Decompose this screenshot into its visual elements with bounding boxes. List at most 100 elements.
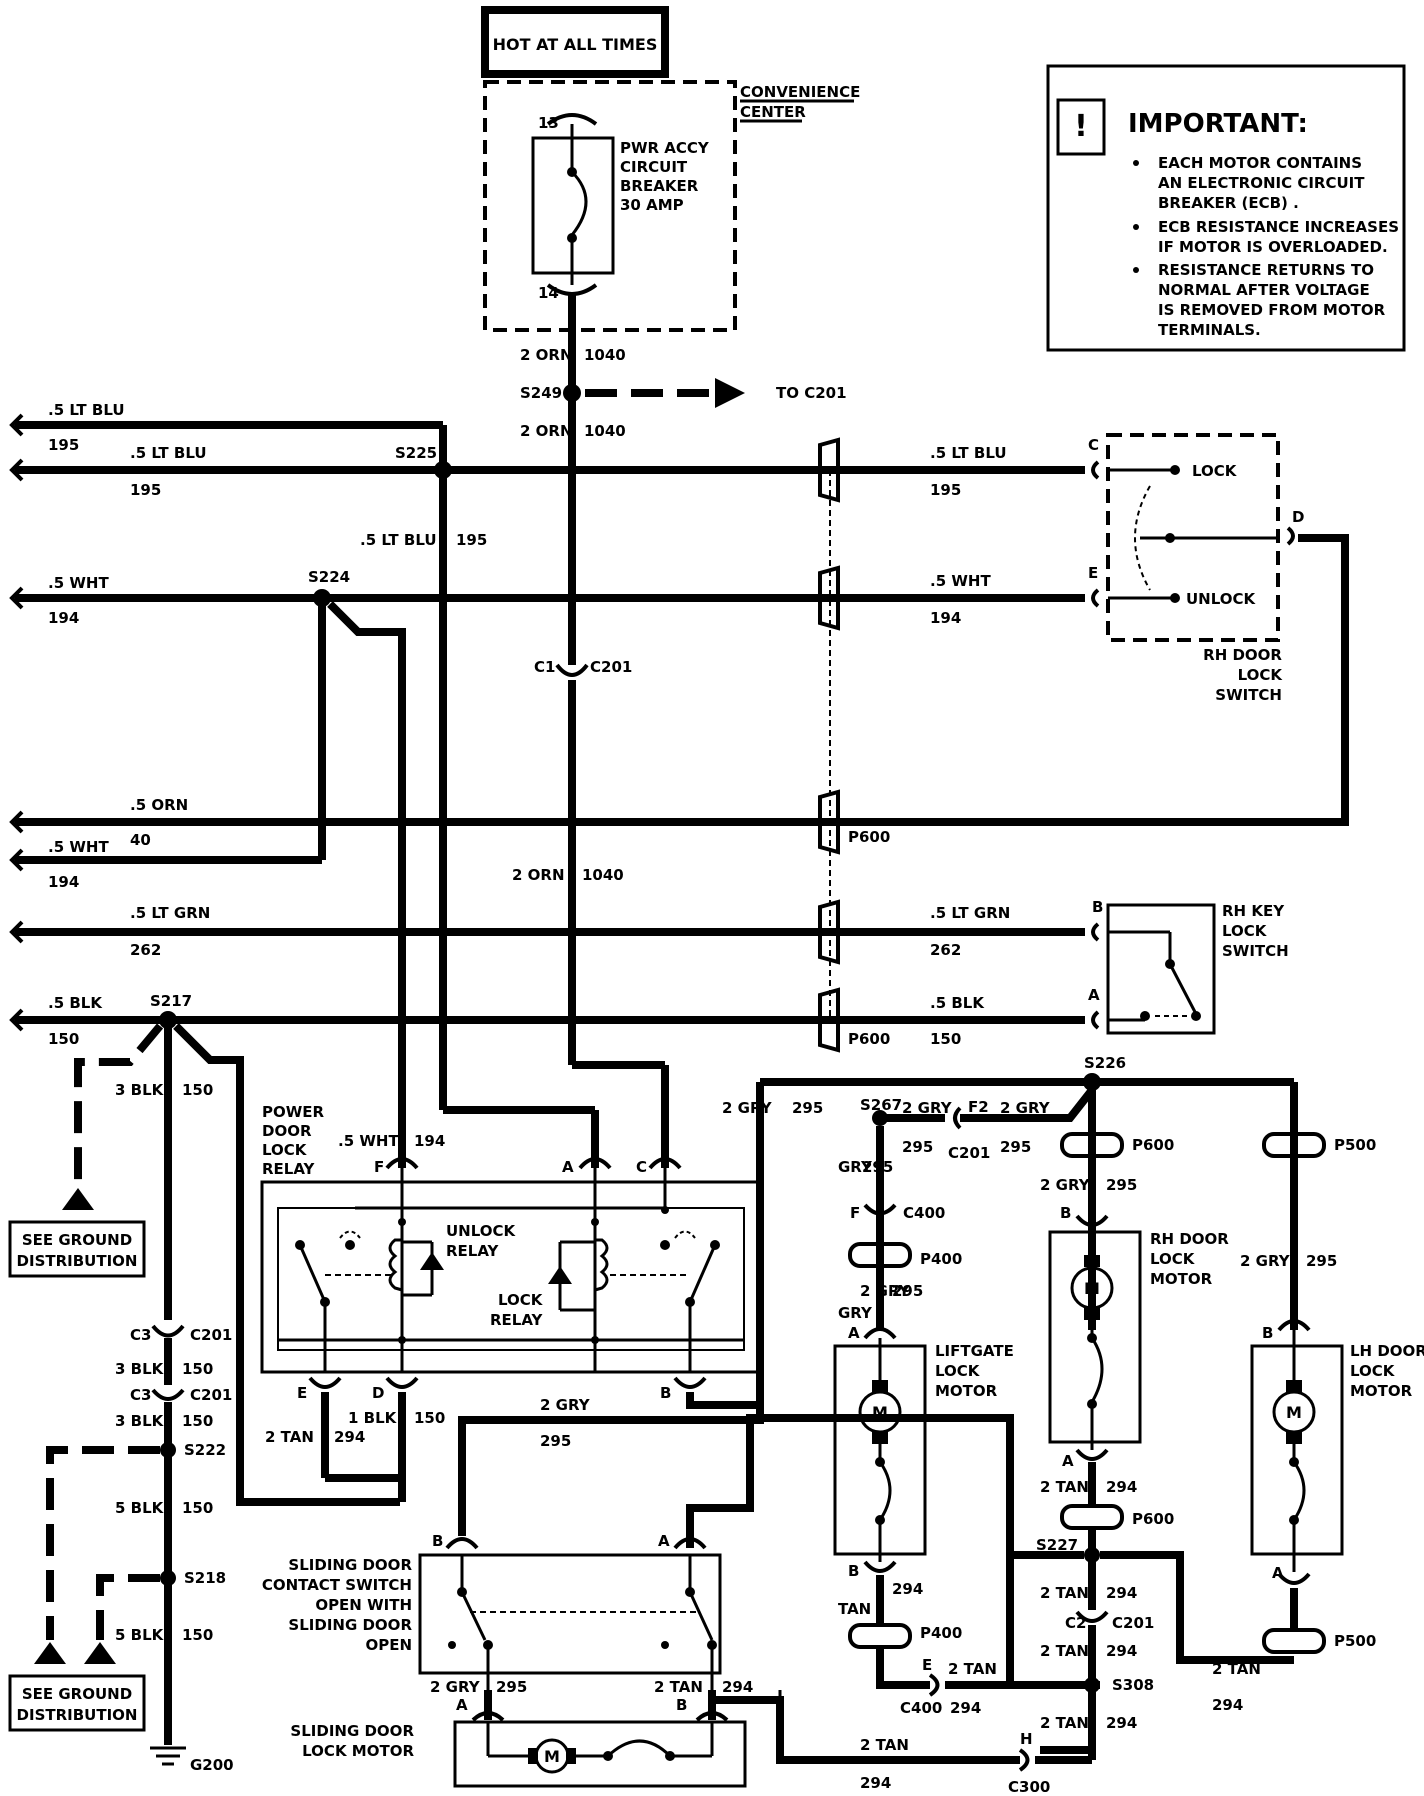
splice-s267 [872,1110,888,1126]
wire-label: 2 GRY [540,1396,591,1414]
wire-label: 2 GRY [1040,1176,1091,1194]
connector-label: C2 [1065,1614,1086,1632]
splice-s225 [434,461,452,479]
rh-motor-label: RH DOOR [1150,1230,1229,1248]
wire-label: 3 BLK [115,1081,165,1099]
wire-label: .5 WHT [930,572,991,590]
rh-door-lock-switch: C E D LOCK UNLOCK RH DOOR LOCK SWITCH [1085,433,1349,826]
wire-label: 2 GRY [1000,1099,1051,1117]
bulkhead-connectors-p600: P600 P600 .5 LT BLU 195 .5 WHT 194 .5 LT… [818,437,1010,1053]
wire-label: 195 [130,481,161,499]
wire-label: 2 ORN [520,422,573,440]
unlock-relay-coil [388,1238,403,1292]
breaker-element [570,170,588,236]
rh-door-switch-label: LOCK [1238,666,1284,684]
wire-label: 3 BLK [115,1412,165,1430]
sliding-switch-label: SLIDING DOOR [288,1616,412,1634]
splice-s226 [1083,1073,1101,1091]
liftgate-lock-motor: A M LIFTGATE LOCK MOTOR B 294 TAN P400 E… [833,1324,1100,1717]
splice-label: S267 [860,1096,902,1114]
wire-label: 40 [130,831,151,849]
rh-key-lock-switch: B A RH KEY LOCK SWITCH [1088,898,1289,1035]
wire-label: 2 GRY [430,1678,481,1696]
wire-label: 2 TAN [1040,1714,1089,1732]
wire-label: 295 [792,1099,823,1117]
rh-door-switch-label: SWITCH [1215,686,1282,704]
hot-label: HOT AT ALL TIMES [493,35,658,54]
convenience-label: CONVENIENCE [740,83,860,101]
pin-label: F [850,1204,860,1222]
pin-label: B [848,1562,859,1580]
splice-s249 [563,384,581,402]
pin-label: B [1060,1204,1071,1222]
wire-label: 294 [1106,1714,1137,1732]
wire-label: 2 TAN [1040,1478,1089,1496]
connector-icon [818,437,840,503]
ground-label: SEE GROUND [22,1685,132,1703]
wire-label: .5 WHT [48,574,109,592]
connector-icon [818,789,840,855]
breaker-label: BREAKER [620,177,699,195]
lock-relay-label: RELAY [490,1311,544,1329]
relay-title: POWER [262,1103,325,1121]
wire-label: .5 LT BLU [360,531,437,549]
splice-label: S226 [1084,1054,1126,1072]
wire-label: 195 [930,481,961,499]
splice-label: S218 [184,1569,226,1587]
ground-label: DISTRIBUTION [17,1706,138,1724]
splice-s217 [159,1011,177,1029]
breaker-label: CIRCUIT [620,158,688,176]
warning-icon [1056,98,1106,156]
pin-label: C [636,1158,647,1176]
wire-label: 2 TAN [1040,1584,1089,1602]
wire-label: 2 TAN [654,1678,703,1696]
wire-label: 262 [130,941,161,959]
wire-label: 294 [950,1699,981,1717]
sliding-switch-label: CONTACT SWITCH [262,1576,412,1594]
relay-title: DOOR [262,1122,312,1140]
sliding-switch-label: SLIDING DOOR [288,1556,412,1574]
wire-label: 294 [1212,1696,1243,1714]
sliding-motor-label: SLIDING DOOR [290,1722,414,1740]
wire-label: 2 GRY [722,1099,773,1117]
ground-arrow-icon [34,1642,66,1664]
connector-p600 [1060,1504,1124,1530]
wire-label: 2 GRY [1240,1252,1291,1270]
ground-label: SEE GROUND [22,1231,132,1249]
hot-at-all-times-box: HOT AT ALL TIMES [481,6,669,78]
wire-label: 294 [1106,1584,1137,1602]
wire-label: 2 TAN [948,1660,997,1678]
lh-door-lock-motor: B M LH DOOR LOCK MOTOR A P500 2 TAN 294 [1212,1319,1424,1714]
pin-label: B [432,1532,443,1550]
pin-label: B [660,1384,671,1402]
wire-label: TAN [838,1600,871,1618]
power-door-lock-relay: POWER DOOR LOCK RELAY .5 WHT 194 F A C U… [260,1082,764,1502]
connector-p600-label: P600 [848,1030,890,1048]
connector-label: C300 [1008,1778,1050,1796]
wire-label: GRY [838,1304,873,1322]
splice-label: S227 [1036,1536,1078,1554]
note-line: EACH MOTOR CONTAINS [1158,154,1362,172]
wire-label: 294 [860,1774,891,1792]
rh-key-label: LOCK [1222,922,1268,940]
pin-label: A [1272,1564,1284,1582]
wire-label: 294 [334,1428,365,1446]
splice-label: S224 [308,568,350,586]
diode-icon [548,1266,572,1284]
connector-icon [818,899,840,965]
wire-label: GRY [838,1158,873,1176]
wire-label: 2 TAN [860,1736,909,1754]
lock-position-label: LOCK [1192,462,1238,480]
note-line: IF MOTOR IS OVERLOADED. [1158,238,1388,256]
wire-label: 2 ORN [512,866,565,884]
connector-p500 [1262,1132,1326,1158]
pin-label: C [1088,436,1099,454]
wire-label: 295 [862,1158,893,1176]
wire-label: 2 ORN [520,346,573,364]
ground-arrow-icon [62,1188,94,1210]
wire-label: 150 [182,1626,213,1644]
connector-label: C400 [903,1204,945,1222]
wire-label: 3 BLK [115,1360,165,1378]
liftgate-label: MOTOR [935,1382,998,1400]
pin-label: A [1062,1452,1074,1470]
